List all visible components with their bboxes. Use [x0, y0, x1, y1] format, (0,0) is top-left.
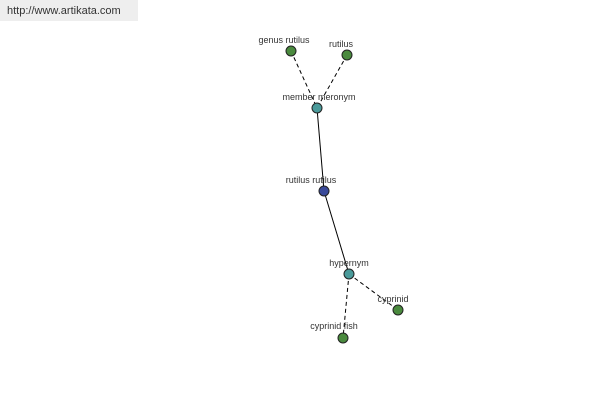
node-label-genus-rutilus[interactable]: genus rutilus [258, 35, 310, 45]
node-circle-cyprinid[interactable] [392, 304, 404, 316]
node-rutilus[interactable]: rutilus [329, 39, 354, 61]
node-circle-member-meronym[interactable] [311, 102, 323, 114]
node-circle-rutilus[interactable] [341, 49, 353, 61]
edges-layer [290, 50, 399, 339]
node-hypernym[interactable]: hypernym [329, 258, 369, 280]
edge-hypernym-to-cyprinid-fish [342, 273, 350, 339]
node-label-hypernym[interactable]: hypernym [329, 258, 369, 268]
node-label-rutilus-rutilus[interactable]: rutilus rutilus [286, 175, 337, 185]
node-label-cyprinid[interactable]: cyprinid [377, 294, 408, 304]
node-rutilus-rutilus[interactable]: rutilus rutilus [286, 175, 337, 197]
node-member-meronym[interactable]: member meronym [282, 92, 356, 114]
url-watermark: http://www.artikata.com [0, 0, 138, 21]
node-cyprinid[interactable]: cyprinid [377, 294, 409, 316]
node-label-member-meronym[interactable]: member meronym [282, 92, 355, 102]
edge-hypernym-to-cyprinid [348, 273, 399, 311]
edge-genus-rutilus-to-member-meronym [290, 50, 318, 109]
edge-rutilus-to-member-meronym [316, 54, 348, 109]
edge-rutilus-rutilus-to-hypernym [323, 190, 350, 275]
edge-member-meronym-to-rutilus-rutilus [316, 107, 325, 192]
node-genus-rutilus[interactable]: genus rutilus [258, 35, 310, 57]
node-label-cyprinid-fish[interactable]: cyprinid fish [310, 321, 358, 331]
nodes-layer: genus rutilus rutilus member meronym rutilu… [258, 35, 409, 344]
node-circle-genus-rutilus[interactable] [285, 45, 297, 57]
node-circle-rutilus-rutilus[interactable] [318, 185, 330, 197]
node-label-rutilus[interactable]: rutilus [329, 39, 354, 49]
url-watermark-text: http://www.artikata.com [7, 4, 121, 17]
node-cyprinid-fish[interactable]: cyprinid fish [310, 321, 358, 344]
node-circle-hypernym[interactable] [343, 268, 355, 280]
node-circle-cyprinid-fish[interactable] [337, 332, 349, 344]
